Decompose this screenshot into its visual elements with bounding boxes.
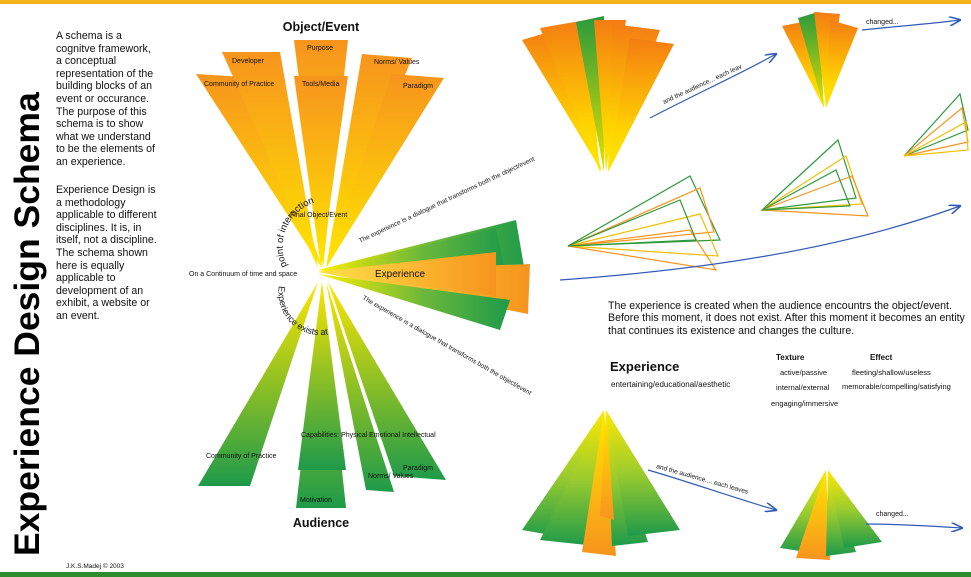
audience-leaves-lower: and the audience.... each leaves — [655, 463, 749, 496]
experience-types: entertaining/educational/aesthetic — [611, 380, 731, 389]
texture-item: active/passive — [780, 368, 828, 377]
fan-large — [522, 16, 674, 172]
effect-heading: Effect — [870, 353, 893, 362]
label-bottom-community: Community of Practice — [206, 453, 277, 460]
effect-item: fleeting/shallow/useless — [852, 368, 931, 377]
label-bottom-norms: Norms/ Values — [368, 473, 414, 480]
audience-label: Audience — [293, 516, 349, 530]
experience-heading: Experience — [610, 359, 680, 374]
ray-bottom-community — [198, 282, 318, 486]
texture-heading: Texture — [776, 353, 805, 362]
outline-fan-middle — [759, 138, 869, 217]
label-capabilities: Capabilities: Physical Emotional Intelle… — [301, 432, 436, 439]
label-purpose: Purpose — [307, 45, 333, 52]
label-developer: Developer — [232, 58, 265, 65]
object-event-rays — [196, 40, 444, 268]
flow-arrows — [559, 20, 962, 528]
fan-small — [782, 12, 858, 108]
arrow-lower-leaves — [647, 469, 776, 510]
audience-rays — [198, 282, 446, 508]
effect-item: memorable/compelling/satisfying — [842, 382, 951, 391]
outline-fan-right — [903, 92, 969, 157]
ray-paradigm — [326, 74, 444, 268]
final-object-label: Final Object/Event — [290, 212, 347, 219]
pyramid-small — [780, 470, 882, 560]
label-motivation: Motivation — [300, 497, 332, 504]
title-text: Experience Design Schema — [7, 92, 47, 556]
experience-ray-label: Experience — [375, 269, 425, 280]
ray-bottom-paradigm — [328, 282, 446, 480]
texture-item: engaging/immersive — [771, 399, 839, 408]
ray-community-of-practice — [196, 74, 322, 268]
top-border — [0, 0, 971, 4]
ray-tools-media — [294, 76, 348, 268]
changed-lower: changed... — [876, 511, 909, 518]
arrow-middle — [559, 206, 960, 281]
credit: J.K.S.Madej © 2003 — [66, 563, 124, 570]
label-bottom-paradigm: Paradigm — [403, 465, 433, 472]
ray-capabilities — [298, 282, 346, 470]
label-norms-values: Norms/ Values — [374, 59, 420, 66]
intro-paragraph-1: A schema is a cognitve framework, a conc… — [56, 30, 155, 168]
vertical-title: Experience Design Schema — [4, 10, 47, 558]
ray-bottom-norms — [326, 282, 394, 492]
pyramid-large — [522, 410, 680, 556]
experience-rays — [318, 220, 530, 330]
continuum-label: On a Continuum of time and space — [189, 271, 297, 278]
ray-developer — [222, 52, 318, 268]
outline-fan-left — [567, 175, 721, 271]
explanation-text: The experience is created when the audie… — [608, 300, 965, 337]
object-event-label: Object/Event — [283, 20, 360, 34]
bottom-border — [0, 572, 971, 577]
intro-paragraph-2: Experience Design is a methodology appli… — [56, 184, 157, 322]
arrow-upper-leaves — [649, 54, 776, 119]
label-community-of-practice: Community of Practice — [204, 81, 275, 88]
arrow-upper-changed — [861, 20, 960, 31]
texture-item: internal/external — [776, 383, 830, 392]
label-paradigm: Paradigm — [403, 83, 433, 90]
label-tools-media: Tools/Media — [302, 81, 339, 88]
arrow-lower-changed — [865, 524, 962, 528]
changed-upper: changed... — [866, 19, 899, 26]
